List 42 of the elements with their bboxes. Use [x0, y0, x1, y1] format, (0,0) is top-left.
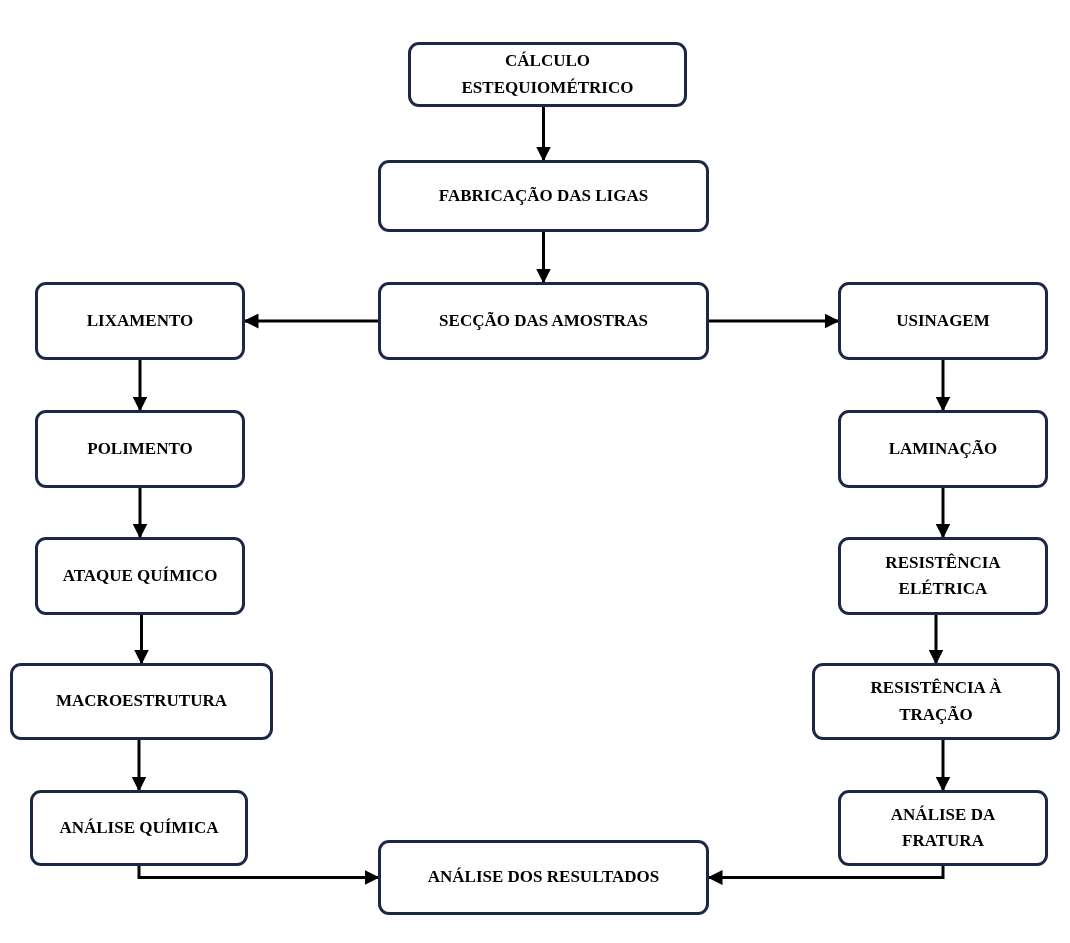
arrow	[132, 488, 148, 539]
process-box	[10, 663, 273, 740]
arrow	[134, 615, 149, 665]
step-label: FABRICAÇÃO DAS LIGAS	[438, 184, 649, 207]
step-label: MACROESTRUTURA	[56, 690, 227, 713]
process-box	[30, 790, 248, 866]
arrow	[137, 866, 380, 885]
arrow	[243, 313, 378, 329]
step-label: ANÁLISE QUÍMICA	[59, 816, 219, 839]
arrow	[131, 740, 147, 792]
process-box	[838, 282, 1048, 360]
arrow	[709, 313, 840, 329]
step-label: RESISTÊNCIA ELÉTRICA	[884, 551, 1002, 600]
process-box	[378, 282, 709, 360]
arrow	[935, 488, 951, 539]
step-label: LAMINAÇÃO	[888, 437, 998, 460]
process-box	[35, 410, 245, 488]
step-label: RESISTÊNCIA À TRAÇÃO	[869, 677, 1003, 726]
step-label: POLIMENTO	[87, 437, 193, 460]
process-box	[35, 537, 245, 615]
step-label: SECÇÃO DAS AMOSTRAS	[439, 309, 648, 332]
arrow	[132, 360, 148, 412]
process-box	[838, 537, 1048, 615]
arrow	[935, 360, 951, 412]
arrow	[536, 107, 551, 162]
arrow	[935, 740, 951, 792]
arrow	[928, 615, 944, 665]
process-box	[35, 282, 245, 360]
process-box	[838, 410, 1048, 488]
arrow	[536, 232, 551, 284]
process-box	[838, 790, 1048, 866]
process-box	[378, 160, 709, 232]
arrow	[707, 866, 945, 885]
step-label: ATAQUE QUÍMICO	[62, 564, 218, 587]
process-box	[408, 42, 687, 107]
step-label: CÁLCULO ESTEQUIOMÉTRICO	[460, 50, 635, 99]
step-label: USINAGEM	[896, 309, 990, 332]
process-box	[378, 840, 709, 915]
step-label: ANÁLISE DOS RESULTADOS	[427, 866, 660, 889]
step-label: LIXAMENTO	[86, 309, 194, 332]
process-box	[812, 663, 1060, 740]
step-label: ANÁLISE DA FRATURA	[889, 803, 997, 852]
